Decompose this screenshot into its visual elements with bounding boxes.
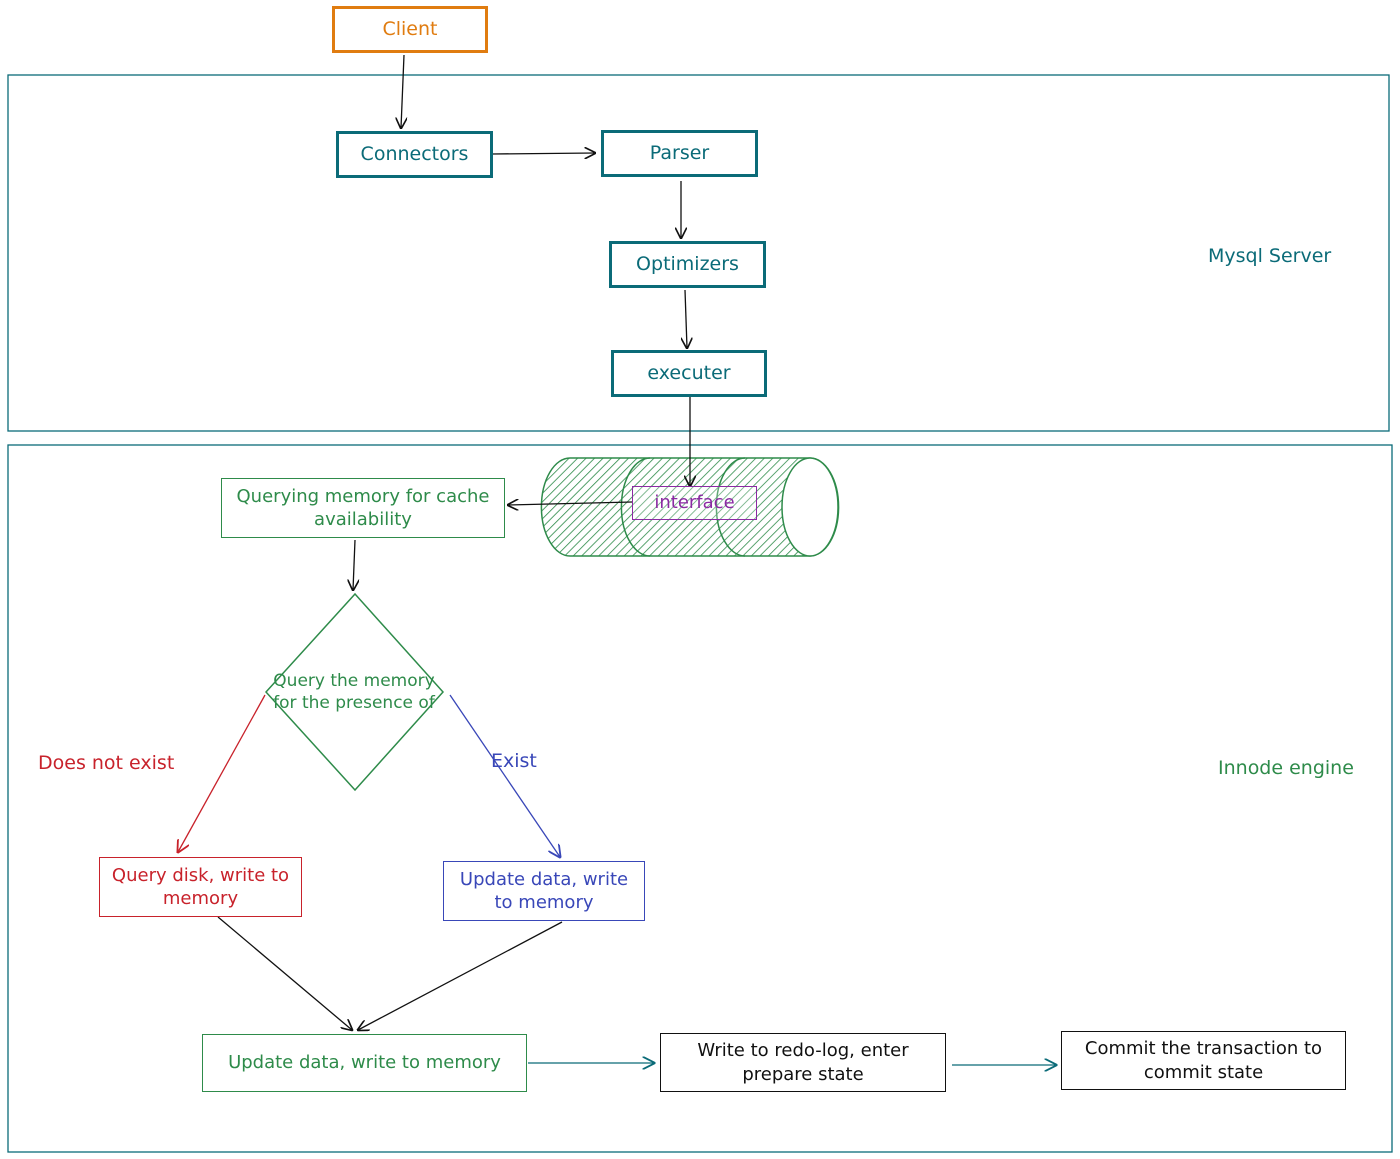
arrow-decision-update-exist (449, 694, 560, 857)
query-memory-node: Querying memory for cache availability (221, 478, 505, 538)
arrow-decision-query-disk (178, 694, 266, 852)
exist-label: Exist (491, 750, 537, 772)
mysql-server-label: Mysql Server (1208, 245, 1332, 267)
arrow-query-memory-decision (353, 539, 355, 590)
update-exist-node: Update data, write to memory (443, 861, 645, 921)
interface-node: interface (632, 486, 757, 520)
arrow-connectors-parser (491, 153, 595, 154)
executer-node: executer (611, 350, 767, 397)
interface-cylinder (540, 457, 840, 557)
query-disk-node: Query disk, write to memory (99, 857, 302, 917)
innodb-engine-label: Innode engine (1218, 757, 1354, 779)
parser-node: Parser (601, 130, 758, 177)
innodb-engine-frame (7, 444, 1393, 1153)
arrow-update-exist-update-data (358, 921, 563, 1030)
decision-diamond (264, 592, 445, 792)
arrow-query-disk-update-data (217, 916, 352, 1030)
does-not-exist-label: Does not exist (38, 752, 175, 774)
connectors-node: Connectors (336, 131, 493, 178)
commit-node: Commit the transaction to commit state (1061, 1031, 1346, 1090)
optimizers-node: Optimizers (609, 241, 766, 288)
update-data-node: Update data, write to memory (202, 1034, 527, 1092)
client-node: Client (332, 6, 488, 53)
arrow-client-connectors (401, 54, 404, 128)
mysql-server-frame (7, 74, 1390, 432)
arrow-interface-query-memory (508, 502, 633, 505)
redo-log-node: Write to redo-log, enter prepare state (660, 1033, 946, 1092)
arrow-optimizers-executer (685, 289, 687, 348)
decision-label: Query the memory for the presence of (273, 670, 435, 713)
